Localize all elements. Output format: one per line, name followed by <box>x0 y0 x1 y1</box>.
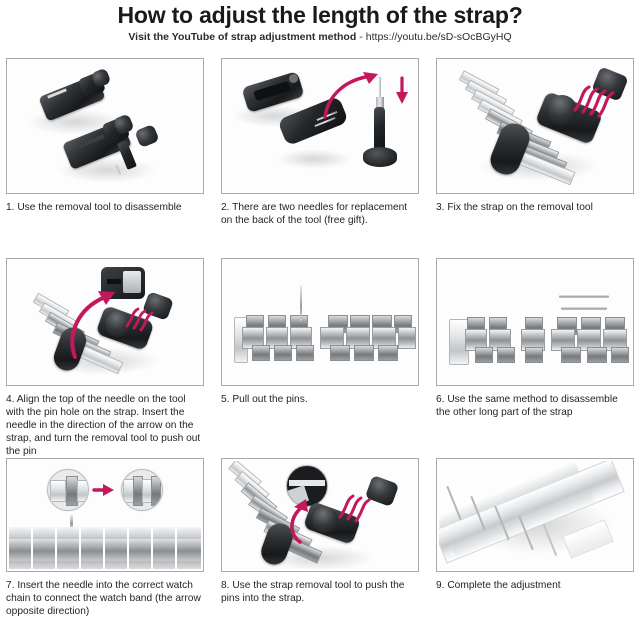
subtitle-row: Visit the YouTube of strap adjustment me… <box>0 30 640 44</box>
bracelet-link <box>497 347 515 363</box>
step-caption-5: 5. Pull out the pins. <box>221 394 308 405</box>
step-caption-8: 8. Use the strap removal tool to push th… <box>221 580 405 604</box>
bracelet-bottom-row <box>9 561 201 569</box>
bracelet-link <box>587 347 607 363</box>
step-cell-4: 4. Align the top of the needle on the to… <box>6 258 204 458</box>
step-cell-7: 7. Insert the needle into the correct wa… <box>6 458 204 633</box>
step-image-7 <box>6 458 204 572</box>
inset-link <box>50 480 66 502</box>
bracelet-link <box>398 327 416 349</box>
inset-link <box>151 476 161 506</box>
turn-spiral-arrow-icon <box>338 494 371 523</box>
bracelet-link <box>561 347 581 363</box>
step-cell-6: 6. Use the same method to disassemble th… <box>436 258 634 458</box>
steps-row-2: 4. Align the top of the needle on the to… <box>6 258 634 458</box>
bracelet-link <box>611 347 629 363</box>
curved-arrow-icon <box>323 72 378 119</box>
page-title: How to adjust the length of the strap? <box>117 2 523 28</box>
pin-pusher-head <box>134 123 160 149</box>
inset-link <box>77 480 88 502</box>
photo-canvas-9 <box>439 461 631 569</box>
subtitle-dash: - <box>359 31 363 43</box>
removed-pin-1 <box>559 295 609 298</box>
step-image-4 <box>6 258 204 386</box>
step-cell-8: 8. Use the strap removal tool to push th… <box>221 458 419 633</box>
step-cell-9: 9. Complete the adjustment <box>436 458 634 633</box>
bracelet-mid-row <box>9 539 201 561</box>
step-caption-6: 6. Use the same method to disassemble th… <box>436 394 618 418</box>
step-caption-3: 3. Fix the strap on the removal tool <box>436 202 593 213</box>
bracelet-link <box>274 345 292 361</box>
photo-canvas-1 <box>9 61 201 191</box>
link-gap <box>55 527 57 569</box>
photo-canvas-2 <box>224 61 416 191</box>
bracelet-link <box>252 345 270 361</box>
needle-holder-base <box>363 147 397 167</box>
photo-canvas-5 <box>224 261 416 383</box>
photo-canvas-4 <box>9 261 201 383</box>
bracelet-link <box>296 345 314 361</box>
step-cell-5: 5. Pull out the pins. <box>221 258 419 458</box>
detail-circle-after <box>121 469 163 511</box>
detail-circle-before <box>47 469 89 511</box>
step-image-6 <box>436 258 634 386</box>
bracelet-link <box>354 345 374 361</box>
inserted-needle <box>70 515 73 529</box>
link-gap <box>127 527 129 569</box>
photo-canvas-7 <box>9 461 201 569</box>
step-cell-3: 3. Fix the strap on the removal tool <box>436 58 634 258</box>
right-arrow-icon <box>92 484 114 496</box>
link-gap <box>103 527 105 569</box>
detail-circle-pin-entry <box>286 465 328 507</box>
page-header: How to adjust the length of the strap? V… <box>0 0 640 44</box>
removed-pin-2 <box>561 307 607 310</box>
detached-link-bottom <box>525 347 543 363</box>
bracelet-link <box>330 345 350 361</box>
turn-spiral-arrow-icon <box>573 85 615 118</box>
link-gap <box>175 527 177 569</box>
link-gap <box>31 527 33 569</box>
step-caption-7: 7. Insert the needle into the correct wa… <box>6 580 201 617</box>
step-image-3 <box>436 58 634 194</box>
curved-arrow-to-detail-icon <box>70 291 115 359</box>
inset-pin <box>289 480 325 486</box>
steps-row-3: 7. Insert the needle into the correct wa… <box>6 458 634 633</box>
needle-handle <box>374 107 385 151</box>
subtitle-label: Visit the YouTube of strap adjustment me… <box>128 31 357 43</box>
needle-tip <box>379 77 381 99</box>
link-gap <box>151 527 153 569</box>
photo-canvas-6 <box>439 261 631 383</box>
detail-inset-pin <box>123 271 141 293</box>
bracelet-link <box>378 345 398 361</box>
detail-inset-slot <box>107 279 121 284</box>
step-image-5 <box>221 258 419 386</box>
steps-grid: 1. Use the removal tool to disassemble <box>6 58 634 633</box>
photo-canvas-3 <box>439 61 631 191</box>
step-image-8 <box>221 458 419 572</box>
step-image-2 <box>221 58 419 194</box>
step-cell-1: 1. Use the removal tool to disassemble <box>6 58 204 258</box>
step-caption-2: 2. There are two needles for replacement… <box>221 202 408 226</box>
removed-pin <box>300 285 302 321</box>
step-cell-2: 2. There are two needles for replacement… <box>221 58 419 258</box>
shadow <box>276 149 352 169</box>
photo-canvas-8 <box>224 461 416 569</box>
down-arrow-icon <box>396 76 408 104</box>
step-caption-4: 4. Align the top of the needle on the to… <box>6 394 201 457</box>
needle-collar <box>376 97 384 109</box>
turn-spiral-arrow-icon <box>125 307 154 332</box>
bracelet-top-row <box>9 527 201 539</box>
youtube-url-link[interactable]: https://youtu.be/sD-sOcBGyHQ <box>365 31 512 43</box>
link-gap <box>79 527 81 569</box>
step-image-1 <box>6 58 204 194</box>
curved-arrow-to-detail-icon <box>290 499 308 544</box>
step-caption-9: 9. Complete the adjustment <box>436 580 561 591</box>
step-caption-1: 1. Use the removal tool to disassemble <box>6 202 182 213</box>
bracelet-link <box>475 347 493 363</box>
step-image-9 <box>436 458 634 572</box>
steps-row-1: 1. Use the removal tool to disassemble <box>6 58 634 258</box>
